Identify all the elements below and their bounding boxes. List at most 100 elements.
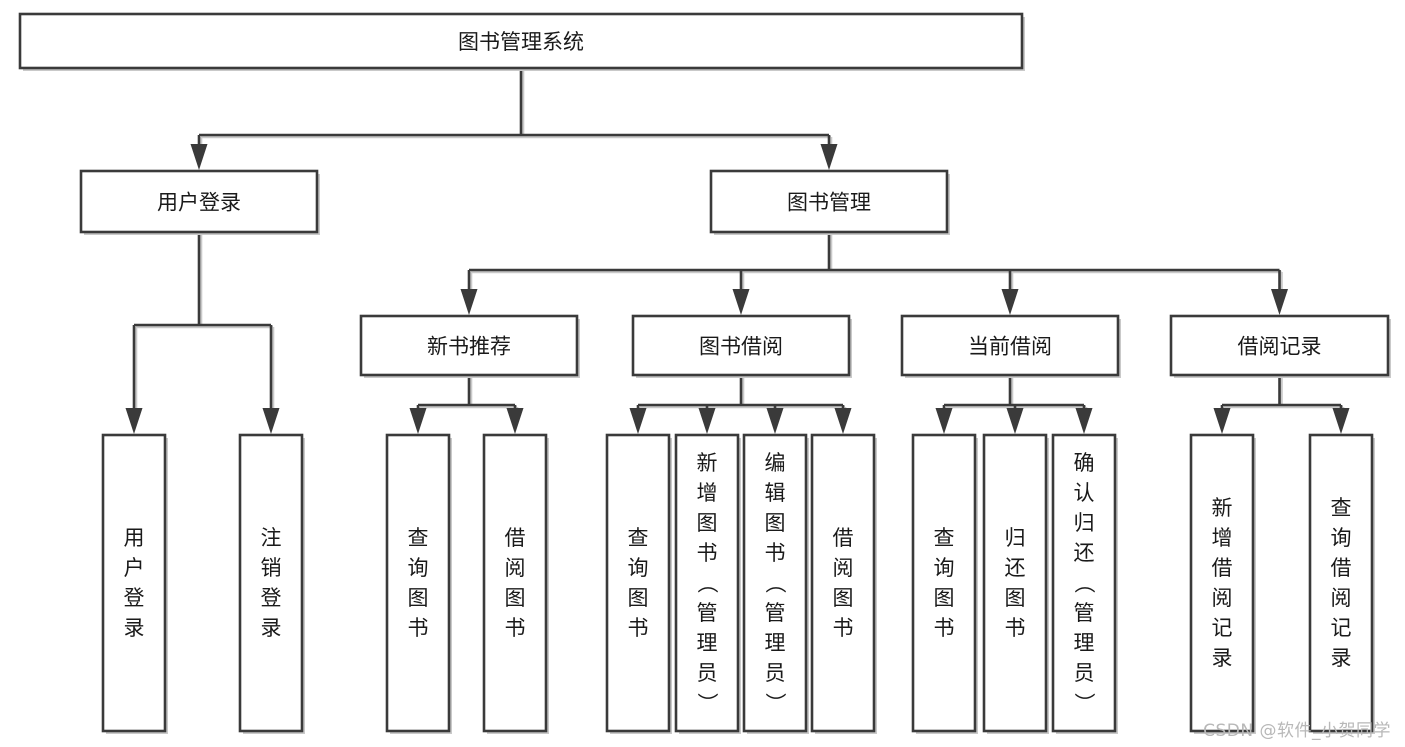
- svg-text:录: 录: [261, 616, 282, 640]
- node-box[interactable]: [1051, 433, 1117, 733]
- node-box[interactable]: [1189, 433, 1255, 733]
- node-box[interactable]: [674, 433, 740, 733]
- node-label: 图书借阅: [699, 335, 783, 359]
- node-book-borrow[interactable]: 图书借阅: [631, 314, 852, 378]
- node-box[interactable]: [911, 433, 977, 733]
- node-box[interactable]: [238, 433, 304, 733]
- svg-text:借: 借: [1331, 556, 1352, 580]
- svg-text:图: 图: [833, 586, 854, 610]
- svg-text:员: 员: [765, 661, 786, 685]
- node-box[interactable]: [631, 314, 851, 377]
- svg-text:书: 书: [697, 541, 718, 565]
- node-box[interactable]: [810, 433, 876, 733]
- edge-group-current-borrow: [935, 375, 1093, 434]
- svg-text:理: 理: [697, 631, 718, 655]
- svg-text:管: 管: [697, 601, 718, 625]
- svg-text:书: 书: [833, 616, 854, 640]
- node-box[interactable]: [359, 314, 579, 377]
- svg-text:询: 询: [934, 556, 955, 580]
- node-box[interactable]: [18, 12, 1024, 70]
- node-new-book-recommend[interactable]: 新书推荐: [359, 314, 580, 378]
- node-label: 用户登录: [157, 191, 241, 215]
- node-box[interactable]: [79, 169, 319, 234]
- svg-text:询: 询: [1331, 526, 1352, 550]
- svg-text:阅: 阅: [505, 556, 526, 580]
- svg-text:辑: 辑: [765, 481, 786, 505]
- svg-text:图: 图: [1005, 586, 1026, 610]
- node-borrow-record[interactable]: 借阅记录: [1169, 314, 1391, 378]
- node-box[interactable]: [982, 433, 1048, 733]
- node-book-manage[interactable]: 图书管理: [709, 169, 950, 235]
- arrow-head-icon: [125, 408, 143, 434]
- svg-text:查: 查: [934, 526, 955, 550]
- edge-group-user-login: [125, 232, 280, 434]
- svg-text:新: 新: [1212, 496, 1233, 520]
- svg-text:查: 查: [1331, 496, 1352, 520]
- arrow-head-icon: [1075, 408, 1093, 434]
- node-leaf-user-login[interactable]: 用户登录: [101, 433, 168, 734]
- arrow-head-icon: [1332, 408, 1350, 434]
- svg-text:注: 注: [261, 526, 282, 550]
- arrow-head-icon: [834, 408, 852, 434]
- node-box[interactable]: [101, 433, 167, 733]
- svg-text:图: 图: [934, 586, 955, 610]
- svg-text:（: （: [1072, 573, 1096, 594]
- arrow-head-icon: [1001, 289, 1019, 315]
- node-box[interactable]: [385, 433, 451, 733]
- arrow-head-icon: [935, 408, 953, 434]
- svg-text:书: 书: [765, 541, 786, 565]
- edges-layer: [125, 68, 1350, 434]
- node-box[interactable]: [900, 314, 1120, 377]
- edge-group-book-borrow: [629, 375, 852, 434]
- edge-group-book-manage: [460, 232, 1288, 315]
- node-current-borrow[interactable]: 当前借阅: [900, 314, 1121, 378]
- node-box[interactable]: [605, 433, 671, 733]
- node-box[interactable]: [742, 433, 808, 733]
- svg-text:还: 还: [1074, 541, 1095, 565]
- svg-text:认: 认: [1074, 481, 1095, 505]
- svg-text:确: 确: [1074, 451, 1095, 475]
- svg-text:理: 理: [1074, 631, 1095, 655]
- arrow-head-icon: [732, 289, 750, 315]
- svg-text:登: 登: [124, 586, 145, 610]
- svg-text:借: 借: [1212, 556, 1233, 580]
- node-box[interactable]: [709, 169, 949, 234]
- svg-text:）: ）: [763, 693, 787, 714]
- svg-text:管: 管: [1074, 601, 1095, 625]
- svg-text:图: 图: [505, 586, 526, 610]
- svg-text:管: 管: [765, 601, 786, 625]
- svg-text:图: 图: [408, 586, 429, 610]
- svg-text:还: 还: [1005, 556, 1026, 580]
- node-box[interactable]: [1308, 433, 1374, 733]
- node-label: 图书管理系统: [458, 30, 584, 54]
- node-root[interactable]: 图书管理系统: [18, 12, 1025, 71]
- svg-text:归: 归: [1005, 526, 1026, 550]
- node-user-login[interactable]: 用户登录: [79, 169, 320, 235]
- svg-text:销: 销: [261, 556, 282, 580]
- edge-group-borrow-record: [1213, 375, 1350, 434]
- node-box[interactable]: [482, 433, 548, 733]
- node-box[interactable]: [1169, 314, 1390, 377]
- svg-text:阅: 阅: [833, 556, 854, 580]
- svg-text:员: 员: [697, 661, 718, 685]
- svg-text:（: （: [695, 573, 719, 594]
